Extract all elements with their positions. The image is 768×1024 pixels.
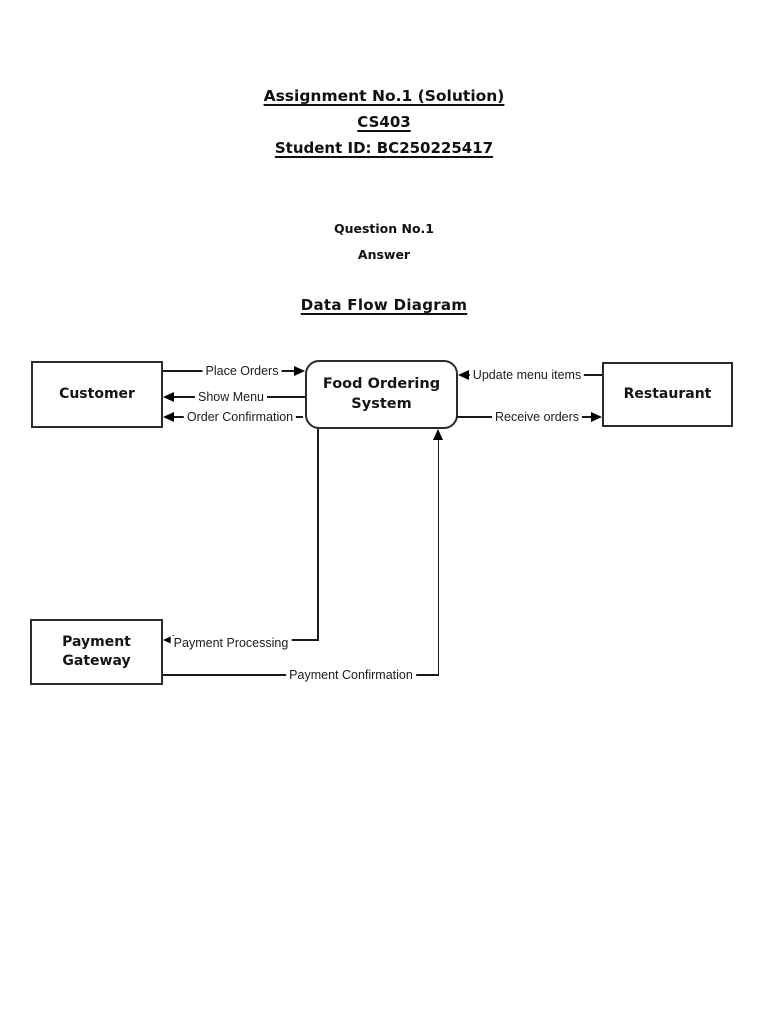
flow-line-payment-confirmation-vertical bbox=[437, 439, 439, 675]
arrowhead-left-icon bbox=[163, 392, 174, 402]
flow-label-show-menu: Show Menu bbox=[194, 390, 268, 404]
node-food-ordering-system: Food Ordering System bbox=[305, 360, 458, 429]
flow-label-place-orders: Place Orders bbox=[202, 364, 282, 378]
flow-label-payment-confirmation: Payment Confirmation bbox=[286, 668, 416, 682]
node-customer: Customer bbox=[31, 361, 163, 428]
arrowhead-left-icon bbox=[163, 412, 174, 422]
course-code: CS403 bbox=[357, 113, 411, 131]
flow-label-update-menu-items: Update menu items bbox=[469, 368, 585, 382]
flow-label-receive-orders: Receive orders bbox=[491, 410, 583, 424]
node-payment-gateway: Payment Gateway bbox=[30, 619, 163, 685]
flow-label-order-confirmation: Order Confirmation bbox=[183, 410, 297, 424]
arrowhead-right-icon bbox=[591, 412, 602, 422]
arrowhead-right-icon bbox=[294, 366, 305, 376]
arrowhead-left-icon bbox=[163, 635, 174, 645]
diagram-title: Data Flow Diagram bbox=[300, 296, 468, 314]
arrowhead-left-icon bbox=[458, 370, 469, 380]
flow-label-payment-processing: Payment Processing bbox=[170, 636, 292, 650]
node-restaurant: Restaurant bbox=[602, 362, 733, 427]
arrowhead-up-icon bbox=[433, 429, 443, 440]
student-id: Student ID: BC250225417 bbox=[274, 139, 494, 157]
flow-line-payment-processing-vertical bbox=[317, 429, 319, 640]
assignment-title: Assignment No.1 (Solution) bbox=[263, 87, 505, 105]
answer-heading: Answer bbox=[357, 247, 411, 262]
question-heading: Question No.1 bbox=[333, 221, 435, 236]
